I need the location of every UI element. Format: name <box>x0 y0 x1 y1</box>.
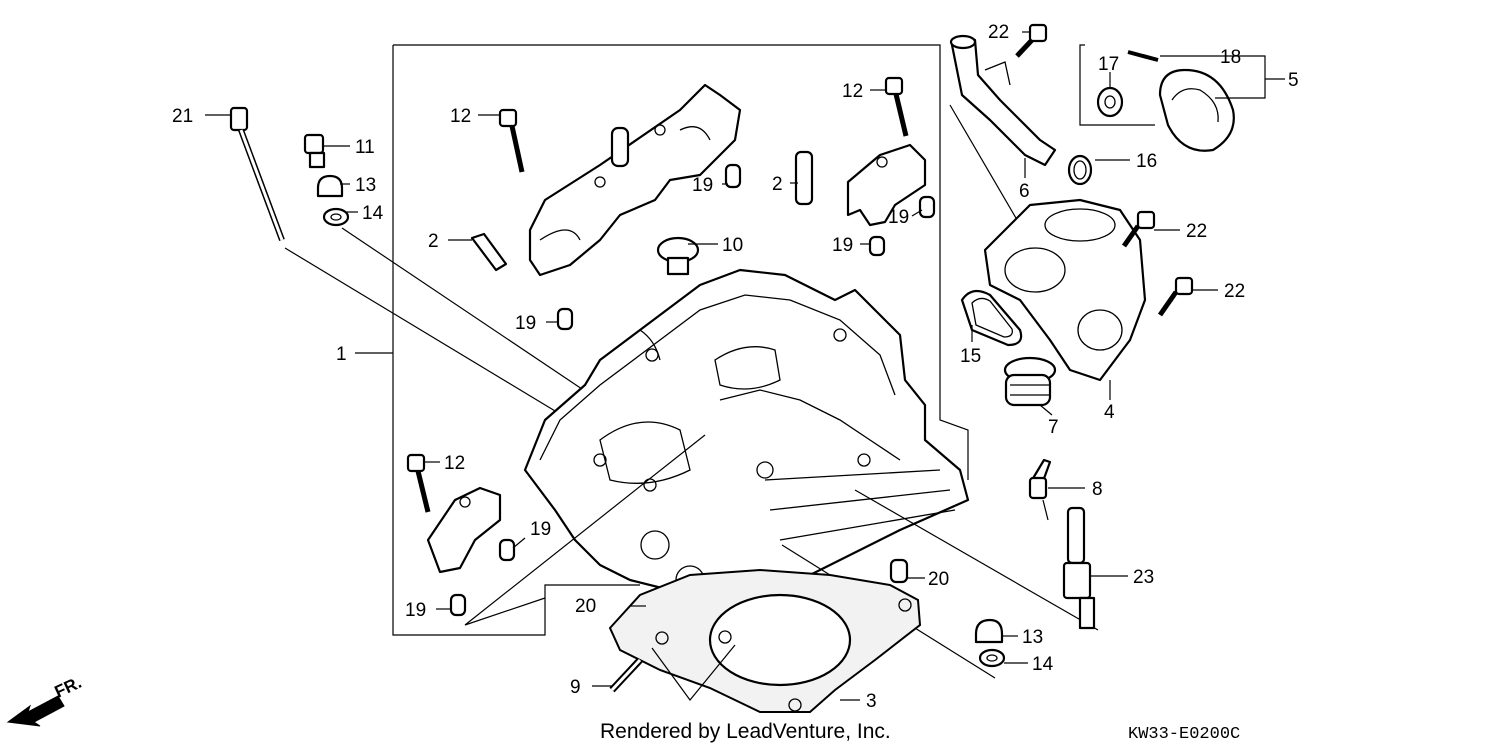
thermostat-housing-4[interactable] <box>983 198 1147 382</box>
callout-19-right-b[interactable]: 19 <box>832 235 853 256</box>
bolt-22-top[interactable] <box>1015 23 1048 58</box>
oring-16[interactable] <box>1067 154 1093 186</box>
callout-3[interactable]: 3 <box>866 691 877 712</box>
dowel-19-f[interactable] <box>449 593 467 617</box>
callout-12-top-right[interactable]: 12 <box>842 81 863 102</box>
callout-22-low[interactable]: 22 <box>1224 281 1245 302</box>
dowel-pin-2-left[interactable] <box>470 232 508 272</box>
head-gasket-3[interactable] <box>608 568 922 713</box>
spark-plug-23[interactable] <box>1062 506 1096 630</box>
dowel-19-e[interactable] <box>498 538 516 562</box>
bolt-12-lower[interactable] <box>406 453 431 513</box>
temperature-sensor-8[interactable] <box>1028 458 1052 521</box>
bolt-12-top-left[interactable] <box>498 108 525 173</box>
callout-9[interactable]: 9 <box>570 677 581 698</box>
callout-labels: 21 11 13 14 12 2 19 10 19 2 12 19 19 1 1… <box>172 22 1299 712</box>
cap-nut-13-lower[interactable] <box>974 618 1004 644</box>
callout-20-left[interactable]: 20 <box>575 596 596 617</box>
callout-19-lower-b[interactable]: 19 <box>405 600 426 621</box>
callout-10[interactable]: 10 <box>722 235 743 256</box>
camshaft-holder-lower[interactable] <box>426 486 502 574</box>
thermostat-7[interactable] <box>1003 356 1057 407</box>
callout-20-right[interactable]: 20 <box>928 569 949 590</box>
callout-21[interactable]: 21 <box>172 106 193 127</box>
bolt-22-mid[interactable] <box>1121 210 1156 248</box>
stud-bolt-9[interactable] <box>609 644 736 701</box>
hose-clamp-group-5[interactable] <box>1079 44 1235 152</box>
callout-13-top[interactable]: 13 <box>355 175 376 196</box>
callout-19-right-a[interactable]: 19 <box>888 207 909 228</box>
arrow-left-icon <box>6 695 65 727</box>
water-pipe-6[interactable] <box>949 34 1057 226</box>
callout-16[interactable]: 16 <box>1136 151 1157 172</box>
callout-14-top[interactable]: 14 <box>362 203 384 224</box>
camshaft-holder-left[interactable] <box>528 83 742 277</box>
callout-18[interactable]: 18 <box>1220 47 1241 68</box>
callout-2-right[interactable]: 2 <box>772 174 783 195</box>
callout-leaders <box>205 31 1285 701</box>
callout-11[interactable]: 11 <box>355 137 375 158</box>
dowel-20-a[interactable] <box>889 558 909 584</box>
render-credit: Rendered by LeadVenture, Inc. <box>600 720 891 743</box>
diagram-code: KW33-E0200C <box>1128 725 1240 744</box>
callout-8[interactable]: 8 <box>1092 479 1103 500</box>
dowel-19-a[interactable] <box>724 163 742 189</box>
callout-17[interactable]: 17 <box>1098 54 1119 75</box>
callout-19-top[interactable]: 19 <box>692 175 713 196</box>
camshaft-holder-right[interactable] <box>846 143 927 227</box>
dowel-19-d[interactable] <box>556 307 574 331</box>
callout-6[interactable]: 6 <box>1019 181 1030 202</box>
callout-15[interactable]: 15 <box>960 346 981 367</box>
callout-5[interactable]: 5 <box>1288 70 1299 91</box>
callout-12-lower[interactable]: 12 <box>444 453 465 474</box>
callout-13-lower[interactable]: 13 <box>1022 627 1043 648</box>
cylinder-head-1[interactable] <box>523 268 1099 679</box>
callout-4[interactable]: 4 <box>1104 402 1115 423</box>
callout-2-left[interactable]: 2 <box>428 231 439 252</box>
callout-23[interactable]: 23 <box>1133 567 1154 588</box>
dowel-19-b[interactable] <box>918 195 936 219</box>
dowel-pin-2-right[interactable] <box>794 150 814 206</box>
assembly-outline <box>392 44 969 636</box>
dowel-19-c[interactable] <box>868 235 886 257</box>
callout-22-top[interactable]: 22 <box>988 22 1009 43</box>
bolt-22-low[interactable] <box>1157 276 1194 317</box>
cap-nut-11[interactable] <box>303 133 326 169</box>
callout-19-mid-left[interactable]: 19 <box>515 313 536 334</box>
cap-nut-13-top[interactable] <box>316 174 344 198</box>
washer-14-lower[interactable] <box>978 648 1006 668</box>
callout-12-top-left[interactable]: 12 <box>450 106 471 127</box>
front-direction-arrow: FR. <box>6 673 85 727</box>
callout-22-mid[interactable]: 22 <box>1186 221 1207 242</box>
callout-19-lower-a[interactable]: 19 <box>530 519 551 540</box>
callout-1[interactable]: 1 <box>336 344 347 365</box>
callout-14-lower[interactable]: 14 <box>1032 654 1054 675</box>
bolt-12-top-right[interactable] <box>884 76 909 137</box>
gasket-15[interactable] <box>960 289 1023 347</box>
callout-7[interactable]: 7 <box>1048 417 1059 438</box>
